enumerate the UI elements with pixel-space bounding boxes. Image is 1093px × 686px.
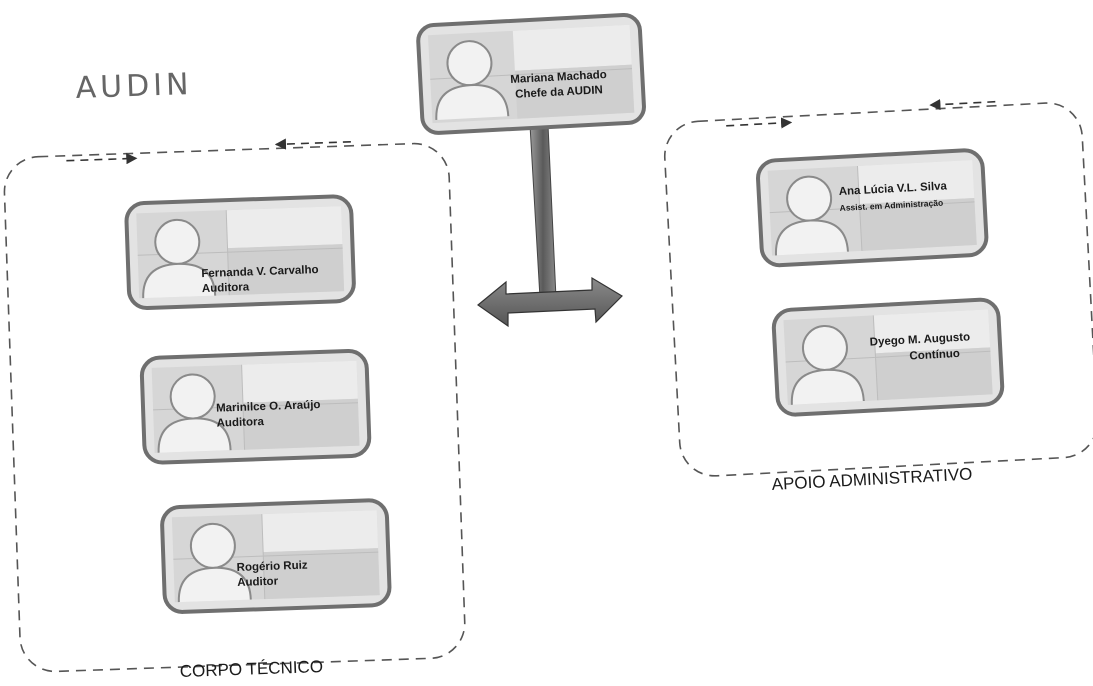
person-role: Chefe da AUDIN <box>515 84 603 101</box>
person-card: Marinilce O. Araújo Auditora <box>141 350 370 463</box>
dashed-arrow-icon <box>274 138 351 150</box>
group-frame <box>663 102 1093 477</box>
group-corpo-tecnico: Fernanda V. Carvalho Auditora Marinilce … <box>3 138 466 673</box>
person-card: Rogério Ruiz Auditor <box>162 500 391 613</box>
group-label-apoio-administrativo: APOIO ADMINISTRATIVO <box>771 465 973 494</box>
dashed-arrow-icon <box>66 153 138 165</box>
person-card: Dyego M. Augusto Contínuo <box>773 299 1003 416</box>
person-role: Contínuo <box>909 348 960 363</box>
group-frame <box>3 142 466 673</box>
person-role: Auditora <box>216 416 264 430</box>
double-arrow-icon <box>477 276 623 328</box>
connector-stem <box>529 124 557 299</box>
person-name: Rogério Ruiz <box>236 560 308 574</box>
group-label-corpo-tecnico: CORPO TÉCNICO <box>179 657 323 681</box>
person-card-head: Mariana Machado Chefe da AUDIN <box>416 13 646 135</box>
person-card: Fernanda V. Carvalho Auditora <box>126 196 355 309</box>
person-role: Auditora <box>202 281 250 295</box>
person-name: Marinilce O. Araújo <box>216 399 321 415</box>
dashed-arrow-icon <box>929 98 996 111</box>
page-title: AUDIN <box>75 67 193 106</box>
group-apoio-administrativo: Ana Lúcia V.L. Silva Assist. em Administ… <box>663 98 1093 477</box>
person-name: Mariana Machado <box>510 69 607 86</box>
dashed-arrow-icon <box>726 117 793 129</box>
person-card: Ana Lúcia V.L. Silva Assist. em Administ… <box>757 149 987 266</box>
person-name: Ana Lúcia V.L. Silva <box>839 180 948 198</box>
connector <box>477 124 623 328</box>
person-role: Auditor <box>237 576 279 589</box>
person-name: Fernanda V. Carvalho <box>201 264 319 280</box>
person-name: Dyego M. Augusto <box>869 331 970 348</box>
